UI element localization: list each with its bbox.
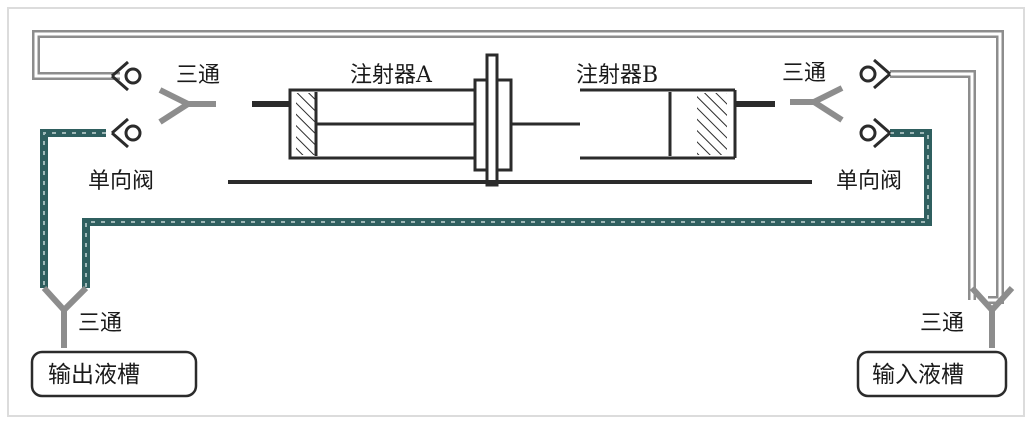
tee-junction-bottom-left	[41, 285, 89, 348]
check-valve-label-left: 单向阀	[88, 169, 154, 194]
check-valve-label-right: 单向阀	[836, 169, 902, 194]
syringe-b-label: 注射器B	[576, 63, 658, 88]
output-tank: 输出液槽	[30, 350, 198, 398]
tee-label-bottom-right: 三通	[920, 311, 964, 336]
tee-junction-bottom-right	[969, 285, 1015, 348]
diagram-frame	[7, 7, 1025, 417]
check-valve-bottom-right	[859, 117, 891, 149]
tee-label-bottom-left: 三通	[78, 311, 122, 336]
input-tank: 输入液槽	[856, 350, 1008, 398]
tee-junction-right	[790, 85, 844, 123]
syringe-b	[580, 88, 775, 160]
check-valve-top-right	[859, 58, 891, 90]
syringe-a	[252, 88, 477, 160]
tee-label-top-right: 三通	[782, 61, 826, 86]
check-valve-bottom-left	[111, 117, 142, 149]
check-valve-top-left	[111, 60, 142, 92]
syringe-a-label: 注射器A	[350, 63, 433, 88]
input-tank-label: 输入液槽	[872, 362, 964, 388]
tee-label-top-left: 三通	[176, 63, 220, 88]
center-plate	[473, 53, 580, 187]
output-tank-label: 输出液槽	[48, 362, 140, 388]
tee-junction-left	[158, 87, 216, 125]
